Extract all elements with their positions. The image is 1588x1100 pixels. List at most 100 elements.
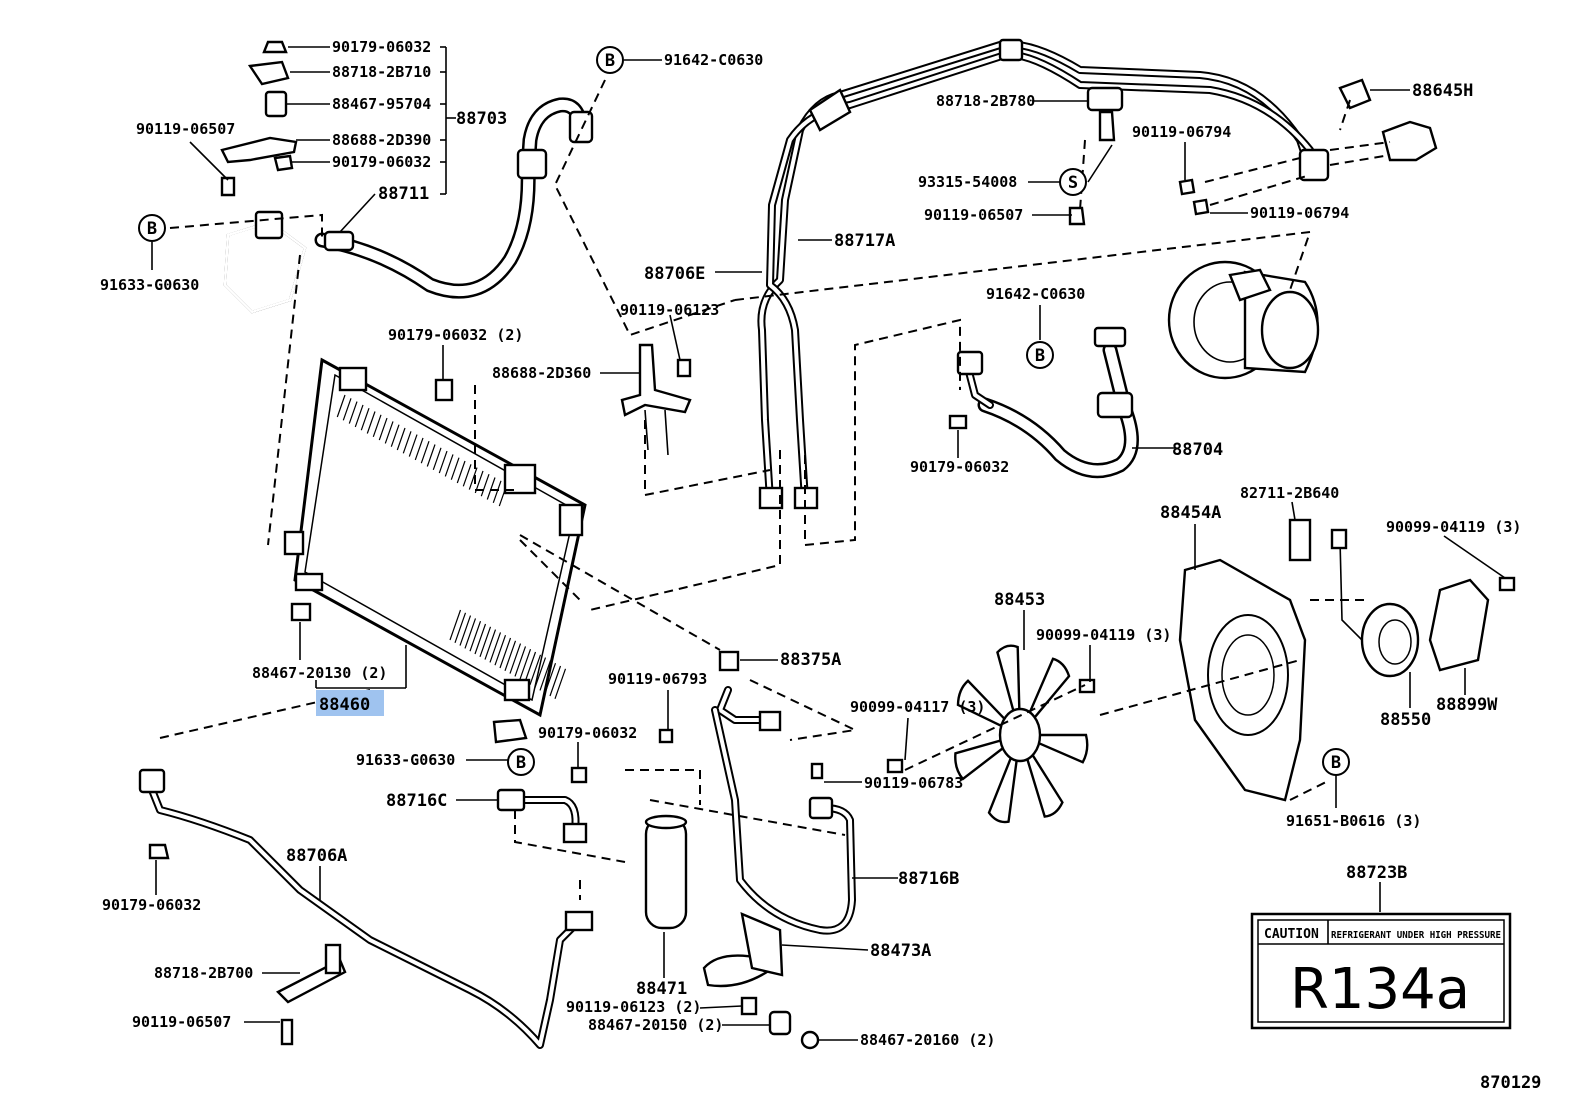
condenser-fin — [524, 651, 537, 683]
label-90179-06032: 90179-06032 — [332, 153, 431, 171]
label-88688-2D360: 88688-2D360 — [492, 364, 591, 382]
label-90119-06507: 90119-06507 — [924, 206, 1023, 224]
condenser-fin — [469, 621, 482, 652]
label-88471: 88471 — [636, 979, 687, 999]
pipe-88716B — [711, 706, 856, 935]
condenser-fin — [480, 474, 490, 497]
condenser-fin — [534, 657, 547, 688]
pipe-88706A — [138, 768, 594, 1049]
label-88704: 88704 — [1172, 440, 1223, 460]
label-90099-04117: 90099-04117 (3) — [850, 698, 985, 716]
condenser-fin — [484, 629, 497, 660]
label-88718-2B710: 88718-2B710 — [332, 63, 431, 81]
label-90119-06507: 90119-06507 — [136, 120, 235, 138]
label-870129: 870129 — [1480, 1073, 1541, 1093]
compressor — [1167, 260, 1320, 380]
label-88706E: 88706E — [644, 264, 705, 284]
label-88723B: 88723B — [1346, 863, 1407, 883]
label-82711-2B640: 82711-2B640 — [1240, 484, 1339, 502]
condenser-fin — [539, 660, 552, 691]
fan-88453 — [954, 644, 1089, 824]
label-88718-2B700: 88718-2B700 — [154, 964, 253, 982]
svg-text:B: B — [605, 51, 615, 71]
suction-hose-88704 — [956, 326, 1139, 479]
bracket-88688-2D360 — [620, 343, 692, 456]
leader-lines — [151, 46, 1506, 1041]
callout-b-4: B — [507, 748, 535, 776]
label-88460: 88460 — [319, 695, 370, 715]
caution-label-88723B: CAUTION REFRIGERANT UNDER HIGH PRESSURE … — [1250, 912, 1512, 1030]
condenser-fin — [456, 460, 466, 484]
fan-blade — [1026, 657, 1071, 723]
label-88453: 88453 — [994, 590, 1045, 610]
condenser-fin — [378, 417, 388, 441]
condenser-fin — [354, 404, 364, 428]
pipe-88717A — [757, 38, 1330, 510]
label-91633-G0630: 91633-G0630 — [100, 276, 199, 294]
condenser-fin — [384, 421, 394, 444]
condenser-88460 — [283, 357, 587, 718]
label-91651-B0616: 91651-B0616 (3) — [1286, 812, 1421, 830]
condenser-fin — [474, 623, 487, 655]
condenser-fin — [420, 441, 430, 464]
guide-lines — [159, 79, 1391, 900]
fan-blade — [956, 679, 1009, 730]
condenser-fin — [514, 646, 527, 677]
condenser-fin — [390, 424, 400, 447]
condenser-fin — [468, 467, 478, 490]
condenser-fin — [438, 450, 448, 474]
condenser-fin — [414, 437, 424, 461]
condenser-fin — [366, 411, 376, 434]
label-90119-06783: 90119-06783 — [864, 774, 963, 792]
part-labels: 90179-06032 88718-2B710 88467-95704 8870… — [100, 38, 1541, 1093]
label-88706A: 88706A — [286, 846, 347, 866]
condenser-fin — [432, 447, 442, 470]
condenser-fin — [449, 609, 462, 641]
condenser-fin — [459, 615, 472, 646]
label-88703: 88703 — [456, 109, 507, 129]
condenser-fin — [486, 477, 496, 500]
label-88899W: 88899W — [1436, 695, 1498, 715]
label-90119-06793: 90119-06793 — [608, 670, 707, 688]
condenser-fin — [492, 480, 502, 503]
label-91642-C0630: 91642-C0630 — [664, 51, 763, 69]
fan-blade — [1024, 750, 1064, 818]
condenser-fin — [464, 618, 477, 649]
fan-shroud-88454A — [1178, 518, 1312, 802]
svg-text:S: S — [1068, 173, 1078, 193]
condenser-fin — [519, 649, 532, 680]
callout-b-5: B — [1322, 748, 1350, 776]
condenser-fin — [504, 640, 517, 671]
label-90119-06123-2: 90119-06123 (2) — [566, 998, 701, 1016]
condenser-fin — [336, 394, 346, 418]
label-88716B: 88716B — [898, 869, 959, 889]
clamp-88718-2B780 — [1068, 86, 1124, 226]
label-90119-06123: 90119-06123 — [620, 301, 719, 319]
label-91633-G0630: 91633-G0630 — [356, 751, 455, 769]
label-90179-06032: 90179-06032 — [332, 38, 431, 56]
label-88645H: 88645H — [1412, 81, 1473, 101]
label-88473A: 88473A — [870, 941, 931, 961]
condenser-fin — [554, 668, 567, 699]
label-88467-95704: 88467-95704 — [332, 95, 431, 113]
condenser-fin — [408, 434, 418, 457]
condenser-fin — [529, 654, 542, 685]
label-88375A: 88375A — [780, 650, 841, 670]
label-90099-04119: 90099-04119 (3) — [1386, 518, 1521, 536]
condenser-fin — [489, 632, 502, 663]
condenser-fin — [426, 444, 436, 467]
bracket-parts-88703 — [220, 40, 454, 402]
svg-text:B: B — [516, 753, 526, 773]
label-90179-06032: 90179-06032 — [538, 724, 637, 742]
condenser-fin — [549, 665, 562, 697]
receiver-88471 — [644, 814, 820, 1050]
svg-text:B: B — [1035, 346, 1045, 366]
condenser-fin — [444, 454, 454, 477]
fasteners — [148, 414, 1516, 1046]
label-91642-C0630: 91642-C0630 — [986, 285, 1085, 303]
label-88454A: 88454A — [1160, 503, 1221, 523]
highlight-box — [316, 690, 384, 716]
pipe-88375A — [716, 650, 782, 732]
fan-blade — [996, 644, 1021, 716]
